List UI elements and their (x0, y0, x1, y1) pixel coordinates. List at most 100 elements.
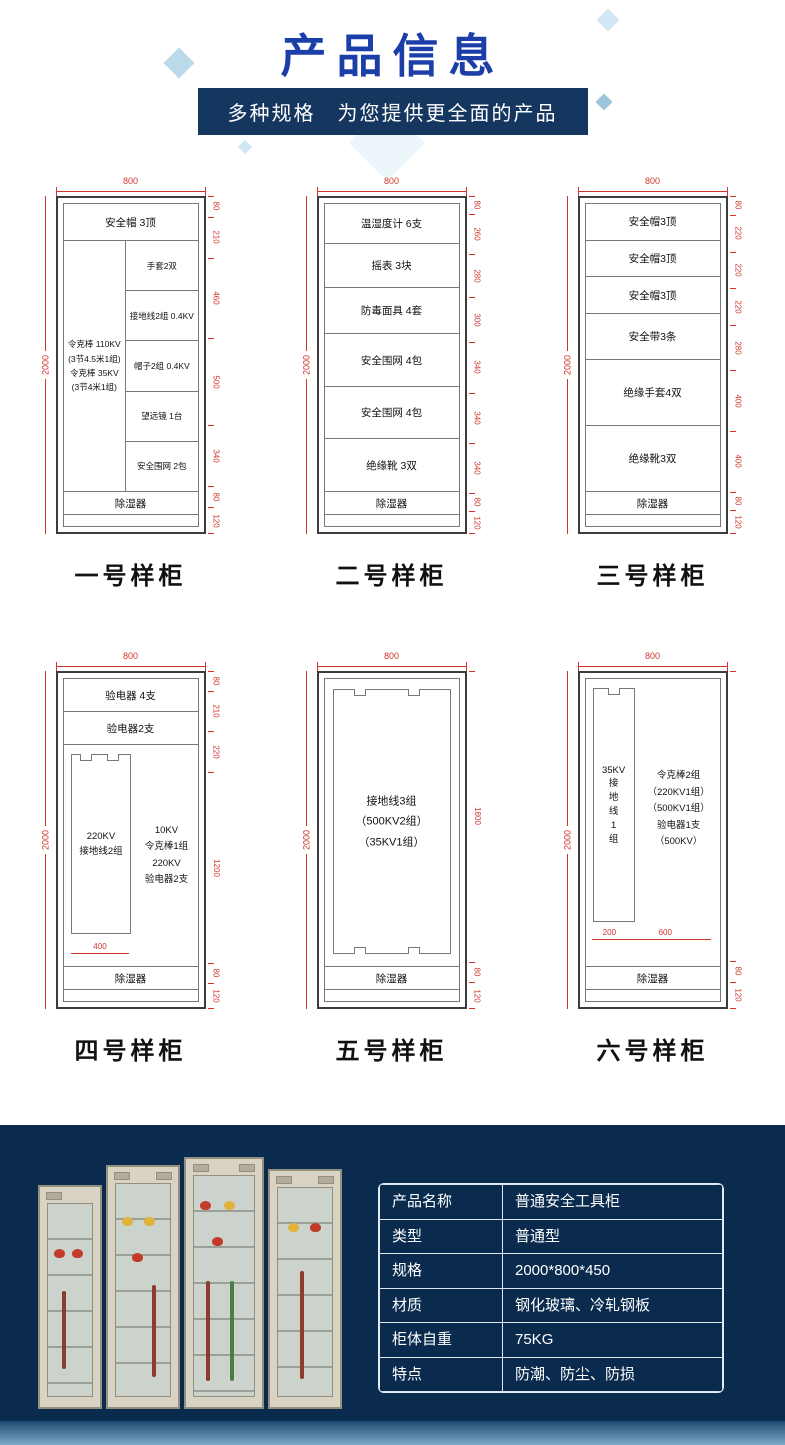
compartments: 35KV 接 地 线 1 组 令克棒2组 （220KV1组） (586, 679, 720, 966)
compartment-label: 1 (610, 819, 617, 831)
compartment-label: （35KV1组） (358, 836, 425, 849)
dimension-segment: 400 (728, 430, 748, 492)
compartment: 温湿度计 6支 (360, 218, 423, 231)
dehumidifier-compartment: 除湿器 (585, 491, 720, 515)
diagrams-row-2: 800 2000 验电器 4支 验电器2支 (0, 652, 785, 1066)
dehumidifier-compartment: 除湿器 (324, 966, 459, 990)
bottom-gap (64, 990, 198, 1001)
segment-dimensions: 1800 80 120 (467, 671, 487, 1009)
compartment: 安全帽 3顶 (105, 216, 156, 229)
dimension-segment: 80 (206, 196, 226, 217)
dimension-segment: 120 (206, 507, 226, 534)
width-value: 800 (641, 177, 664, 186)
dimension-segment: 120 (467, 982, 487, 1009)
helmet-shape (212, 1237, 223, 1246)
cabinet-interior: 验电器 4支 验电器2支 220KV 接地线2组 10K (62, 678, 199, 1002)
width-value: 800 (380, 177, 403, 186)
height-dimension: 2000 (558, 671, 578, 1009)
segment-dimensions: 80 210 460 500 340 80 120 (206, 196, 226, 534)
dimension-segment: 280 (728, 325, 748, 370)
segment-dimensions: 80 260 280 300 340 340 340 80 120 (467, 196, 487, 534)
compartment-label: 线 (608, 806, 619, 817)
inner-rack: 35KV 接 地 线 1 组 (592, 688, 635, 922)
right-column: 手套2双 接地线2组 0.4KV 帽子2组 0.4KV 望远镜 1台 安全围网 … (126, 241, 198, 491)
vent-shape (276, 1176, 292, 1184)
glass-door (115, 1183, 171, 1397)
vent-shape (156, 1172, 172, 1180)
inner-rack: 220KV 接地线2组 (70, 754, 132, 934)
dimension-segment: 300 (467, 297, 487, 342)
vent-shape (318, 1176, 334, 1184)
inner-rack (332, 689, 451, 954)
compartment-label: 地 (608, 792, 619, 804)
table-row: 材质 钢化玻璃、冷轧钢板 (379, 1287, 723, 1323)
spec-value: 防潮、防尘、防损 (502, 1356, 723, 1392)
subtitle-right: 为您提供更全面的产品 (337, 103, 558, 125)
cabinet-interior: 接地线3组 （500KV2组） （35KV1组） 除湿器 (323, 678, 460, 1002)
dimension-segment: 340 (467, 442, 487, 493)
cabinet-2-diagram: 800 2000 温湿度计 6支 摇表 3块 防毒面具 4套 安全围网 4包 (297, 177, 487, 534)
compartment-label: （500KV2组） (355, 816, 428, 829)
compartment: 安全围网 4包 (324, 333, 459, 386)
table-row: 柜体自重 75KG (379, 1322, 723, 1358)
dimension-segment: 280 (467, 254, 487, 297)
footer-section: 产品名称 普通安全工具柜 类型 普通型 规格 2000*800*450 材质 钢… (0, 1125, 785, 1445)
width-value: 800 (119, 652, 142, 661)
glass-door (193, 1175, 255, 1397)
dimension-segment: 80 (467, 493, 487, 511)
main-compartment: 接地线3组 （500KV2组） （35KV1组） (325, 679, 459, 966)
compartments: 接地线3组 （500KV2组） （35KV1组） (325, 679, 459, 966)
bottom-gap (586, 990, 720, 1001)
rack-notch (607, 688, 620, 695)
bottom-gap (586, 515, 720, 526)
compartment-label-block: 接地线3组 （500KV2组） （35KV1组） (325, 791, 459, 854)
height-dimension: 2000 (36, 671, 56, 1009)
cabinet-label: 五号样柜 (335, 1038, 448, 1065)
glass-door (47, 1203, 93, 1397)
compartment-label: 令克棒 110KV (67, 339, 121, 350)
spec-label: 类型 (379, 1218, 503, 1254)
height-value: 2000 (562, 825, 572, 855)
compartment: 安全围网 4包 (324, 385, 459, 439)
table-row: 类型 普通型 (379, 1218, 723, 1254)
diagrams-row-1: 800 2000 安全帽 3顶 令克棒 110KV (0, 177, 785, 591)
helmet-shape (72, 1249, 83, 1258)
dimension-segment: 80 (728, 960, 748, 982)
table-row: 规格 2000*800*450 (379, 1253, 723, 1289)
spec-label: 产品名称 (379, 1184, 503, 1220)
cabinet-3-section: 800 2000 安全帽3顶 安全帽3顶 安全帽3顶 安全带3条 绝缘手套4 (522, 177, 783, 591)
compartment-label: (3节4.5米1组) (68, 353, 121, 364)
segment-dimensions: 80 210 220 1200 80 120 (206, 671, 226, 1009)
dimension-line (316, 662, 467, 671)
subtitle-banner: 多种规格为您提供更全面的产品 (197, 88, 588, 135)
compartment-label: 接 (608, 778, 619, 790)
bottom-gap (325, 515, 459, 526)
vent-shape (193, 1164, 209, 1172)
tool-shape (152, 1285, 156, 1377)
helmet-shape (224, 1201, 235, 1210)
rack-notch (80, 754, 93, 761)
dimension-line (55, 187, 206, 196)
width-dimension: 800 (316, 177, 467, 196)
cabinet-interior: 35KV 接 地 线 1 组 令克棒2组 （220KV1组） (584, 678, 721, 1002)
cabinet-outline: 安全帽 3顶 令克棒 110KV (3节4.5米1组) 令克棒 35KV (3节… (55, 196, 206, 534)
compartments: 验电器 4支 验电器2支 220KV 接地线2组 10K (63, 679, 198, 966)
right-column: 令克棒2组 （220KV1组） （500KV1组） 验电器1支 （500KV） (638, 679, 720, 966)
compartment: 防毒面具 4套 (324, 286, 459, 333)
compartment-label: 组 (608, 833, 619, 845)
height-dimension: 2000 (297, 196, 317, 534)
compartment-label: （500KV1组） (647, 803, 710, 815)
compartment: 摇表 3块 (324, 243, 459, 286)
helmet-shape (54, 1249, 65, 1258)
cabinet-3-diagram: 800 2000 安全帽3顶 安全帽3顶 安全帽3顶 安全带3条 绝缘手套4 (558, 177, 748, 534)
glass-door (277, 1187, 333, 1397)
diamond-decoration (237, 139, 253, 155)
dimension-segment: 1800 (467, 671, 487, 962)
cabinet-illustration (268, 1169, 342, 1409)
height-dimension: 2000 (36, 196, 56, 534)
dimension-segment: 120 (728, 510, 748, 534)
compartments: 安全帽 3顶 令克棒 110KV (3节4.5米1组) 令克棒 35KV (3节… (63, 204, 198, 491)
cabinet-5-diagram: 800 2000 (297, 652, 487, 1009)
cabinet-2-section: 800 2000 温湿度计 6支 摇表 3块 防毒面具 4套 安全围网 4包 (261, 177, 522, 591)
dimension-segment: 120 (206, 982, 226, 1009)
